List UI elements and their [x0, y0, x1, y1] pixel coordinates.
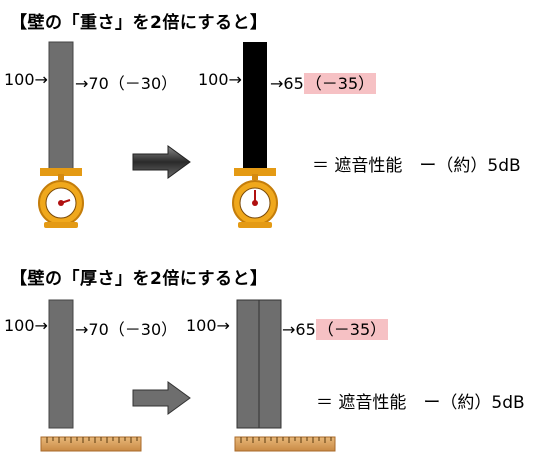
section1-right-output: →65（－35）	[270, 70, 377, 94]
wall-thick	[236, 299, 282, 429]
section2-result: ＝ 遮音性能 ー（約）5dB	[316, 393, 525, 413]
section2-right-output-change: （－35）	[315, 319, 389, 340]
section1-heading: 【壁の「重さ」を2倍にすると】	[10, 13, 268, 33]
section1-left-output: →70（－30）	[75, 74, 178, 93]
section2-heading: 【壁の「厚さ」を2倍にすると】	[10, 269, 268, 289]
section1-right-output-change: （－35）	[303, 73, 377, 94]
section2-right-output-value: →65	[282, 320, 316, 339]
right-arrow-icon	[132, 145, 191, 179]
ruler-icon	[40, 436, 142, 452]
section2-left-input: 100→	[4, 316, 48, 335]
scale-icon	[38, 168, 84, 228]
wall-heavy	[243, 42, 267, 170]
section1-right-input: 100→	[198, 70, 242, 89]
section1-left-input: 100→	[4, 70, 48, 89]
section1-result: ＝ 遮音性能 ー（約）5dB	[312, 156, 521, 176]
section1-right-output-value: →65	[270, 74, 304, 93]
section2-right-input: 100→	[186, 316, 230, 335]
right-arrow-icon	[132, 381, 191, 415]
ruler-icon	[234, 436, 336, 452]
wall-normal-2	[48, 299, 74, 429]
scale-icon	[232, 168, 278, 228]
section2-left-output: →70（－30）	[75, 320, 178, 339]
wall-normal-1	[48, 41, 74, 171]
section2-right-output: →65（－35）	[282, 316, 389, 340]
